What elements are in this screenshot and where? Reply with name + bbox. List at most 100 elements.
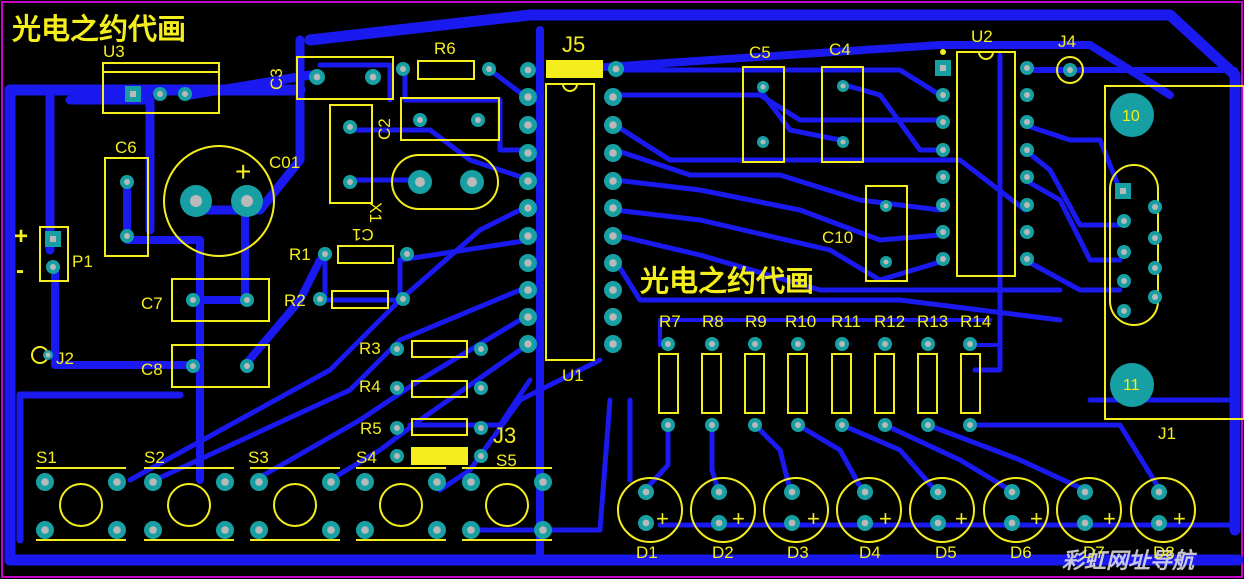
drill-hole [752, 341, 758, 347]
label-C1: C1 [352, 225, 374, 244]
label-R5: R5 [360, 419, 382, 438]
drill-hole [1024, 256, 1030, 262]
drill-hole [940, 147, 946, 153]
drill-hole [539, 526, 547, 534]
drill-hole [313, 73, 321, 81]
drill-hole [795, 341, 801, 347]
drill-hole [1121, 278, 1127, 284]
drill-hole [840, 139, 846, 145]
drill-hole [1081, 519, 1089, 527]
drill-hole [760, 139, 766, 145]
drill-hole [609, 313, 617, 321]
drill-hole [925, 422, 931, 428]
drill-hole [524, 286, 532, 294]
drill-hole [940, 256, 946, 262]
label-P1-minus: - [16, 257, 24, 284]
drill-hole [715, 488, 723, 496]
label-R1: R1 [289, 245, 311, 264]
drill-hole [221, 526, 229, 534]
drill-hole [1155, 519, 1163, 527]
drill-hole [1152, 294, 1158, 300]
drill-hole [1152, 235, 1158, 241]
drill-hole [190, 297, 196, 303]
drill-hole [524, 259, 532, 267]
drill-hole [524, 232, 532, 240]
label-J2: J2 [56, 349, 74, 368]
drill-hole [244, 297, 250, 303]
drill-hole [642, 488, 650, 496]
board-title: 光电之约代画 [12, 12, 187, 46]
drill-hole [369, 73, 377, 81]
drill-hole [609, 93, 617, 101]
label-D2: D2 [712, 543, 734, 562]
drill-hole [394, 425, 400, 431]
drill-hole [478, 453, 484, 459]
drill-hole [478, 425, 484, 431]
drill-hole [1024, 147, 1030, 153]
drill-hole [467, 526, 475, 534]
led-plus-D3: + [807, 506, 820, 531]
label-R11: R11 [831, 312, 861, 331]
drill-hole [1008, 519, 1016, 527]
label-J1: J1 [1158, 424, 1176, 443]
label-C4: C4 [829, 40, 851, 59]
drill-hole [394, 453, 400, 459]
label-C3: C3 [267, 68, 286, 90]
label-R10: R10 [785, 312, 817, 331]
drill-hole [839, 341, 845, 347]
led-plus-D4: + [879, 506, 892, 531]
label-D5: D5 [935, 543, 957, 562]
drill-hole [478, 385, 484, 391]
drill-hole [861, 519, 869, 527]
drill-hole [467, 478, 475, 486]
drill-hole [882, 422, 888, 428]
label-D3: D3 [787, 543, 809, 562]
label-P1-plus: + [14, 223, 29, 250]
label-S3: S3 [248, 448, 269, 467]
drill-hole [1024, 65, 1030, 71]
drill-hole [404, 251, 410, 257]
drill-hole [124, 233, 130, 239]
drill-hole [524, 66, 532, 74]
drill-hole [665, 422, 671, 428]
label-S5: S5 [496, 451, 517, 470]
drill-hole [882, 341, 888, 347]
label-R8: R8 [702, 312, 724, 331]
drill-hole [1152, 265, 1158, 271]
drill-hole [361, 478, 369, 486]
led-plus-D6: + [1030, 506, 1043, 531]
drill-hole [839, 422, 845, 428]
drill-hole [400, 66, 406, 72]
drill-hole [539, 478, 547, 486]
drill-hole [940, 92, 946, 98]
drill-hole [967, 422, 973, 428]
drill-hole [1024, 119, 1030, 125]
label-C01: C01 [269, 153, 301, 172]
switch-outlines [36, 467, 552, 541]
drill-hole [41, 526, 49, 534]
drill-hole [795, 422, 801, 428]
drill-hole [113, 478, 121, 486]
drill-hole [124, 179, 130, 185]
drill-hole [524, 149, 532, 157]
drill-hole [940, 119, 946, 125]
drill-hole [149, 478, 157, 486]
drill-hole [1121, 249, 1127, 255]
drill-hole [327, 478, 335, 486]
led-plus-D1: + [656, 506, 669, 531]
drill-hole [417, 117, 423, 123]
label-C7: C7 [141, 294, 163, 313]
label-D1: D1 [636, 543, 658, 562]
drill-hole [1121, 308, 1127, 314]
drill-hole [925, 341, 931, 347]
drill-hole [665, 341, 671, 347]
drill-hole [255, 526, 263, 534]
label-R14: R14 [960, 312, 992, 331]
mounting-pads [180, 93, 1154, 407]
label-C5: C5 [749, 43, 771, 62]
drill-hole [1008, 488, 1016, 496]
pad-label-11: 11 [1123, 377, 1140, 394]
drill-hole [934, 519, 942, 527]
label-C10: C10 [822, 228, 854, 247]
label-R7: R7 [659, 312, 681, 331]
